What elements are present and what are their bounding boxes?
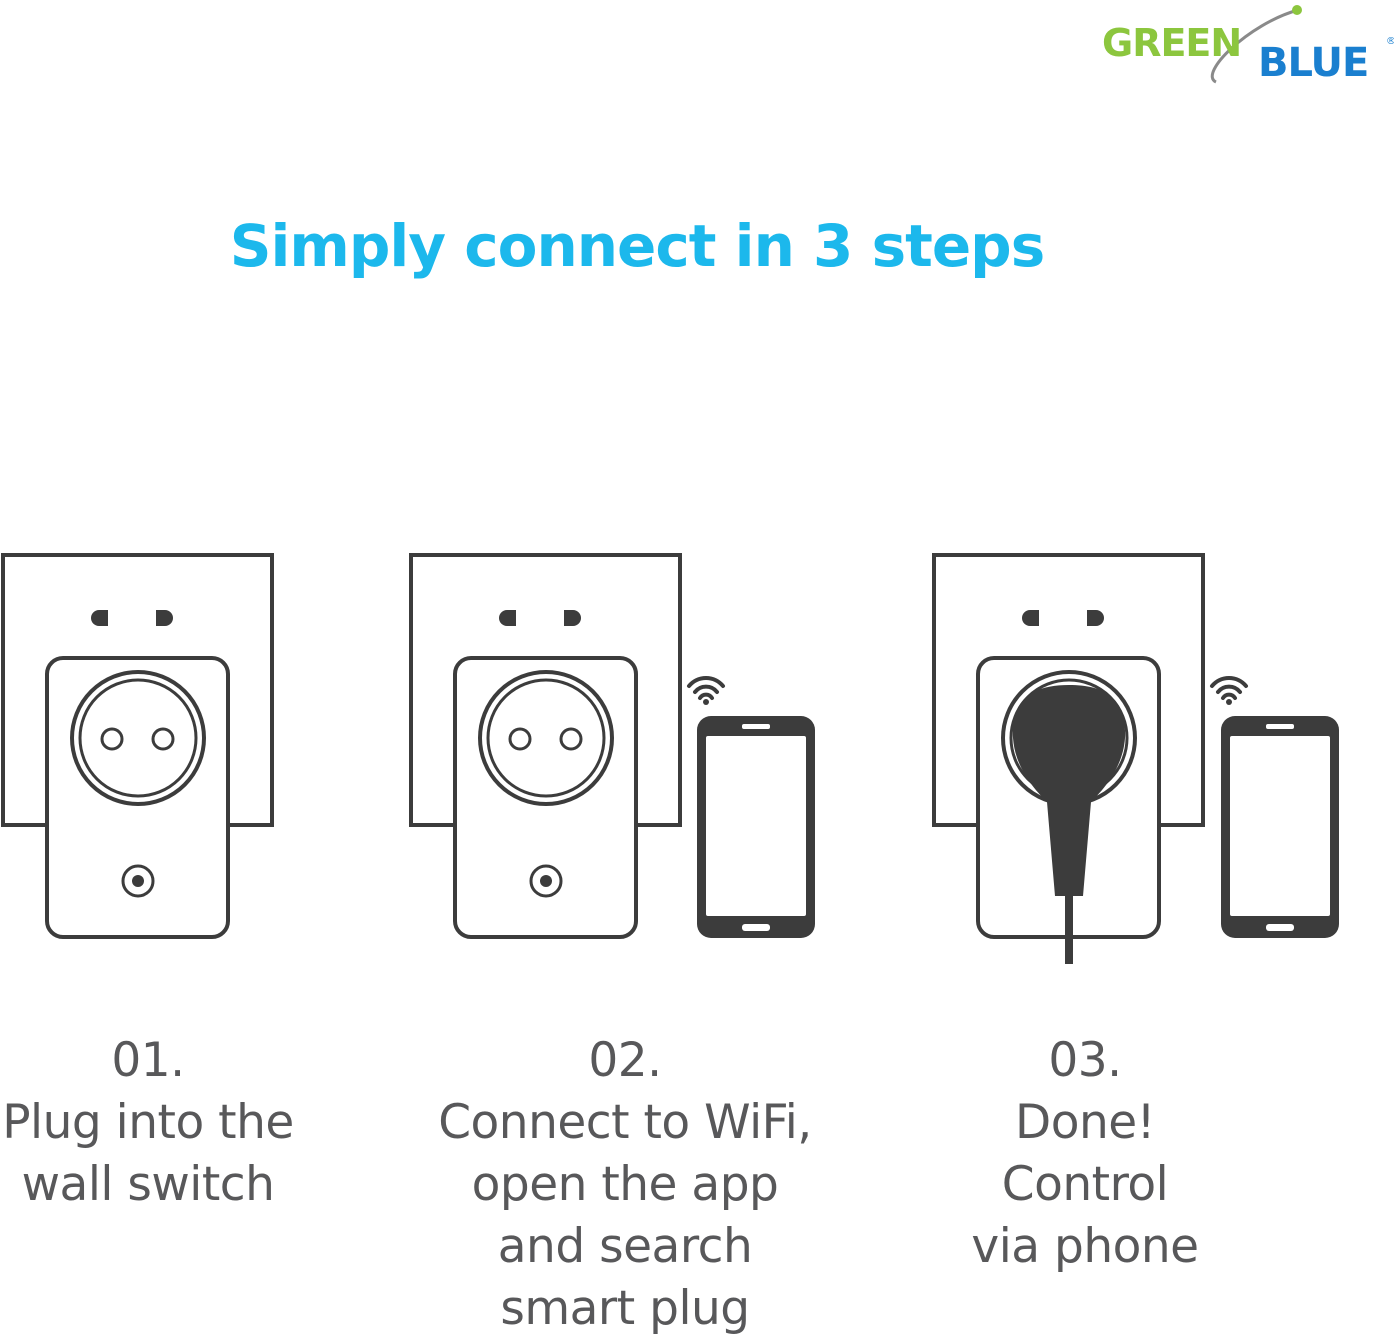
step-description-line: via phone — [971, 1219, 1199, 1274]
step-3-illustration — [931, 540, 1351, 970]
step-1-caption: 01. Plug into the wall switch — [0, 1030, 296, 1216]
step-2-illustration — [408, 540, 828, 960]
smart-plug-icon — [45, 656, 230, 939]
step-description-line: Connect to WiFi, — [438, 1095, 812, 1150]
logo-blue-text: BLUE — [1258, 40, 1368, 86]
step-number: 03. — [1048, 1033, 1122, 1088]
logo-green-text: GREEN — [1102, 21, 1241, 65]
step-description-line: smart plug — [500, 1281, 750, 1336]
step-description-line: Done! — [1015, 1095, 1156, 1150]
greenblue-logo: GREEN BLUE ® — [1098, 4, 1394, 92]
step-1-illustration — [0, 540, 280, 960]
step-description-line: wall switch — [21, 1157, 275, 1212]
smart-plug-icon — [453, 656, 638, 939]
step-number: 02. — [588, 1033, 662, 1088]
step-description-line: open the app — [471, 1157, 779, 1212]
wifi-icon — [1210, 675, 1248, 705]
logo-swoosh — [1210, 8, 1299, 84]
step-2-caption: 02. Connect to WiFi, open the app and se… — [420, 1030, 830, 1340]
logo-dot — [1292, 5, 1302, 15]
smartphone-icon — [1221, 716, 1339, 938]
step-number: 01. — [111, 1033, 185, 1088]
step-3-caption: 03. Done! Control via phone — [960, 1030, 1210, 1278]
smartphone-icon — [697, 716, 815, 938]
wifi-icon — [687, 675, 725, 705]
step-description-line: Plug into the — [2, 1095, 294, 1150]
logo-registered-mark: ® — [1386, 36, 1394, 47]
step-description-line: and search — [497, 1219, 753, 1274]
page-title: Simply connect in 3 steps — [229, 212, 1045, 280]
step-description-line: Control — [1001, 1157, 1169, 1212]
power-plug-icon — [1012, 685, 1126, 964]
